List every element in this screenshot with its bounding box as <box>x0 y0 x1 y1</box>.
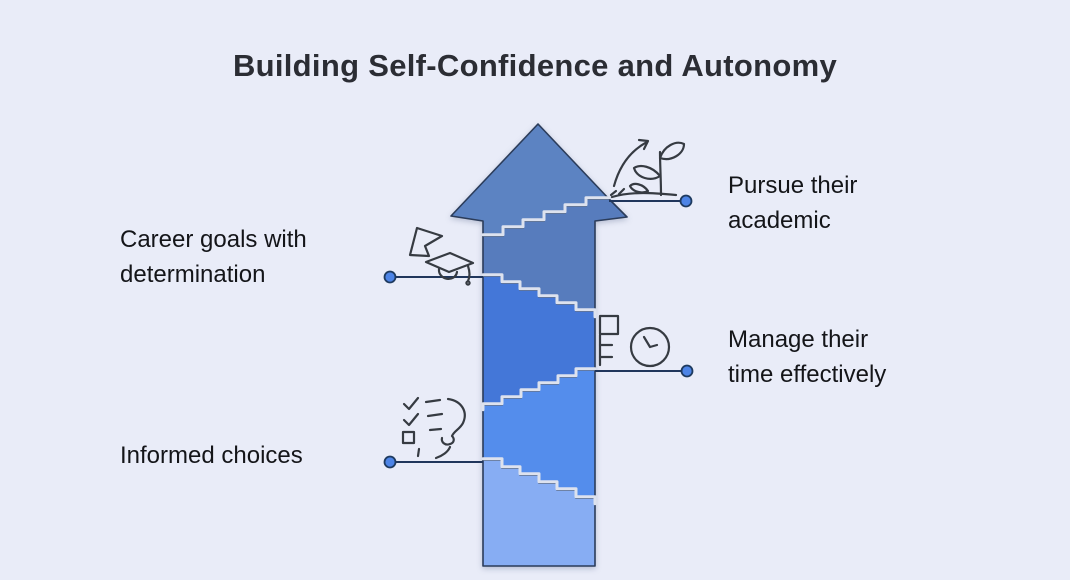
stair-edge-2 <box>481 273 597 319</box>
label-pursue-academic: Pursue their academic <box>728 172 858 234</box>
label-manage-time: Manage their time effectively <box>728 326 887 388</box>
stair-edge-4 <box>481 457 597 506</box>
growth-plant-icon <box>609 138 686 199</box>
label-career-goals: Career goals with determination <box>120 226 307 288</box>
dot-manage <box>680 364 694 378</box>
label-informed-choices: Informed choices <box>120 442 303 469</box>
dot-pursue <box>679 194 693 208</box>
informed-decision-head-icon <box>401 396 466 460</box>
icons-layer <box>401 138 686 460</box>
dot-informed <box>383 455 397 469</box>
stair-edge-1 <box>481 196 611 237</box>
graduation-cap-icon <box>408 226 475 286</box>
connectors <box>394 200 683 463</box>
step-highlights <box>481 196 611 506</box>
time-management-clock-icon <box>598 314 671 368</box>
stair-edge-3 <box>481 367 597 412</box>
dot-career <box>383 270 397 284</box>
connector-dots <box>383 194 694 469</box>
page-title: Building Self-Confidence and Autonomy <box>232 48 838 83</box>
